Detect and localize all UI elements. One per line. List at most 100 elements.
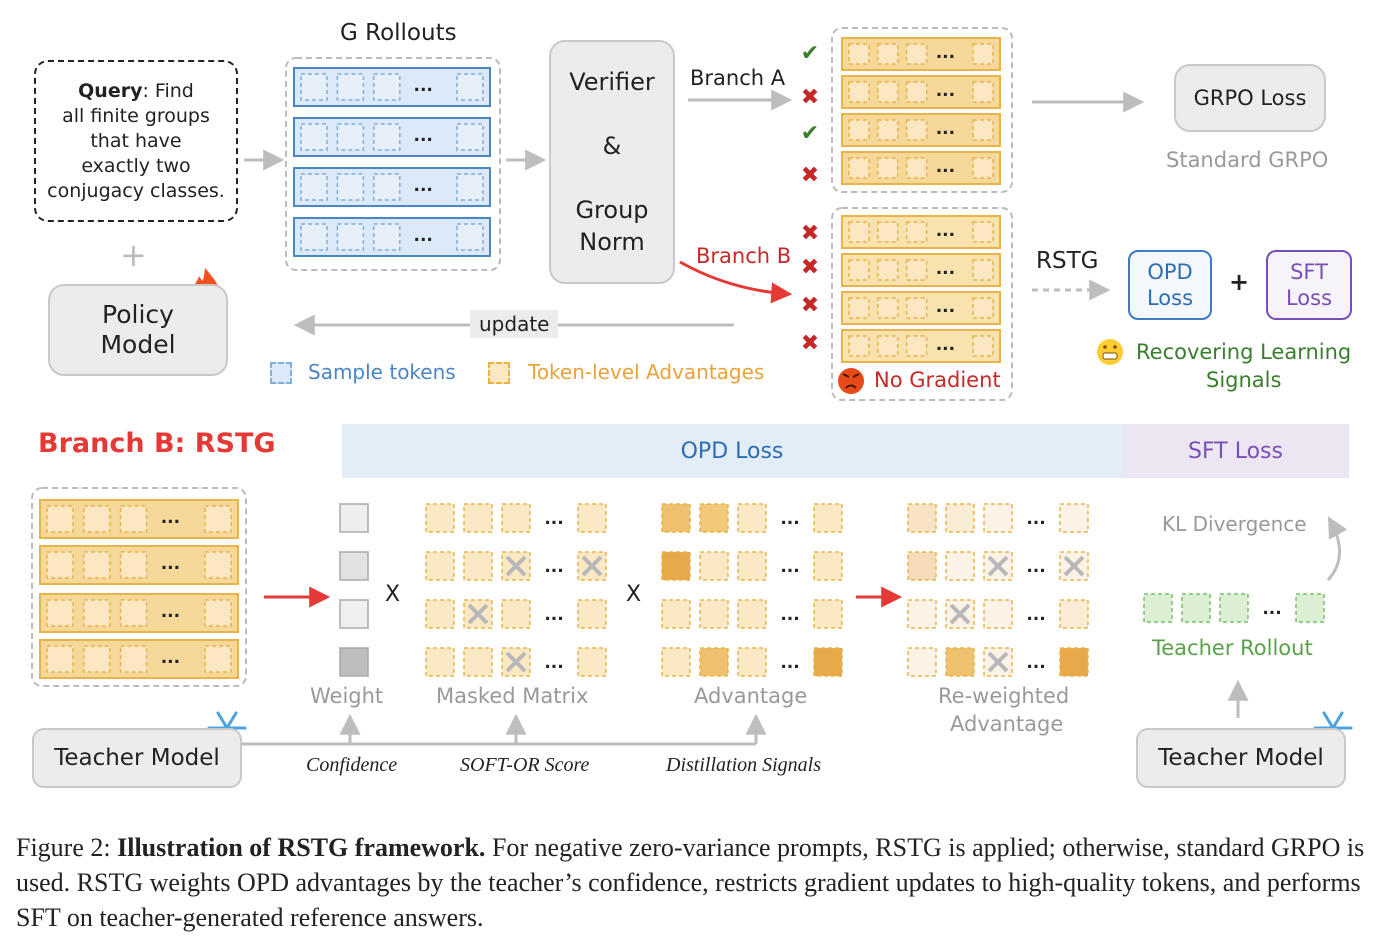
ellipsis: ... xyxy=(936,119,955,139)
policy-model-line: Model xyxy=(100,330,176,359)
matrix-cell xyxy=(577,647,607,677)
token-row: ... xyxy=(841,37,1001,71)
branch-b-container xyxy=(831,207,1013,401)
mask-cross xyxy=(467,603,489,625)
rollouts-title: G Rollouts xyxy=(340,20,457,46)
advantage-label: Advantage xyxy=(694,684,808,708)
token-square xyxy=(848,259,870,281)
token-row: ... xyxy=(841,253,1001,287)
ellipsis: ... xyxy=(161,602,180,622)
verifier-line: Verifier xyxy=(569,68,655,96)
token-square xyxy=(848,297,870,319)
token-square xyxy=(300,123,328,151)
token-square xyxy=(373,223,401,251)
token-square xyxy=(972,81,994,103)
verifier-line: Norm xyxy=(579,228,645,256)
token-square xyxy=(905,157,928,179)
mask-cross xyxy=(581,555,603,577)
token-square xyxy=(456,173,484,201)
weight-cell xyxy=(339,503,369,533)
opd-loss-band: OPD Loss xyxy=(342,424,1122,478)
token-square xyxy=(972,221,994,243)
ellipsis: ... xyxy=(544,557,563,577)
branch-b-label: Branch B xyxy=(696,244,792,268)
token-square xyxy=(905,43,928,65)
masked-matrix: ............ xyxy=(425,503,607,677)
token-row: ... xyxy=(841,113,1001,147)
token-row: ... xyxy=(841,151,1001,185)
token-square xyxy=(300,223,328,251)
ellipsis: ... xyxy=(780,557,799,577)
token-square xyxy=(204,505,232,533)
branch-b-arrow xyxy=(679,260,793,304)
token-square xyxy=(905,81,928,103)
check-icon: ✔ xyxy=(801,41,819,66)
token-square xyxy=(83,599,111,627)
matrix-cell xyxy=(699,647,729,677)
token-square xyxy=(972,335,994,357)
opd-band-label: OPD Loss xyxy=(680,438,784,464)
token-square xyxy=(336,223,365,251)
matrix-cell xyxy=(737,551,767,581)
matrix-cell xyxy=(501,503,531,533)
sft-band-label: SFT Loss xyxy=(1188,438,1283,464)
token-row: ... xyxy=(841,215,1001,249)
token-square xyxy=(204,645,232,673)
matrix-cell xyxy=(501,551,531,581)
opd-loss-line: OPD xyxy=(1147,260,1193,284)
mask-cross xyxy=(949,603,971,625)
token-square xyxy=(373,73,401,101)
legend-token-swatch xyxy=(488,362,510,384)
rstg-diagram: ............ ............ ............ ✔… xyxy=(31,27,1353,746)
cross-icon: ✖ xyxy=(801,331,819,356)
ellipsis: ... xyxy=(1262,599,1281,619)
branch-b-rows: ............ xyxy=(841,215,1001,363)
standard-grpo-label: Standard GRPO xyxy=(1166,148,1329,172)
token-square xyxy=(456,223,484,251)
matrix-cell xyxy=(425,647,455,677)
rollout-rows: ............ xyxy=(293,67,491,257)
sft-loss-line: Loss xyxy=(1285,286,1333,310)
times-sign: X xyxy=(385,582,401,607)
token-square xyxy=(877,297,899,319)
matrix-cell xyxy=(907,503,937,533)
ellipsis: ... xyxy=(1026,557,1045,577)
matrix-cell xyxy=(945,647,975,677)
update-label: update xyxy=(470,310,559,338)
token-square xyxy=(905,119,928,141)
token-row: ... xyxy=(39,545,239,585)
matrix-cell xyxy=(1059,647,1089,677)
branch-b-marks: ✖✖✖✖ xyxy=(801,221,819,356)
weight-cell xyxy=(339,551,369,581)
teacher-token xyxy=(1181,593,1211,623)
matrix-cell xyxy=(425,599,455,629)
grpo-loss-label: GRPO Loss xyxy=(1193,86,1307,110)
matrix-cell xyxy=(661,551,691,581)
matrix-cell xyxy=(463,551,493,581)
kl-divergence-label: KL Divergence xyxy=(1162,512,1307,536)
token-square xyxy=(848,157,870,179)
reweighted-label: Advantage xyxy=(950,712,1064,736)
sft-loss-line: SFT xyxy=(1290,260,1328,284)
ellipsis: ... xyxy=(936,221,955,241)
verifier-box: Verifier & Group Norm xyxy=(549,40,675,284)
caption-rest: For negative zero-variance prompts, RSTG… xyxy=(16,833,1365,932)
ellipsis: ... xyxy=(780,509,799,529)
token-square xyxy=(972,43,994,65)
legend-sample-label: Sample tokens xyxy=(308,360,456,384)
legend-sample-swatch xyxy=(270,362,292,384)
ellipsis: ... xyxy=(936,43,955,63)
matrix-cell xyxy=(501,599,531,629)
grpo-loss-box: GRPO Loss xyxy=(1174,64,1326,132)
token-square xyxy=(204,551,232,579)
token-square xyxy=(877,119,899,141)
branch-b-input-rows: ............ xyxy=(39,499,239,679)
ellipsis: ... xyxy=(414,226,433,246)
query-line: exactly two xyxy=(81,154,191,177)
token-square xyxy=(83,645,111,673)
ellipsis: ... xyxy=(936,81,955,101)
matrix-cell xyxy=(425,551,455,581)
weight-cell xyxy=(339,599,369,629)
token-row: ... xyxy=(293,117,491,157)
token-square xyxy=(877,221,899,243)
